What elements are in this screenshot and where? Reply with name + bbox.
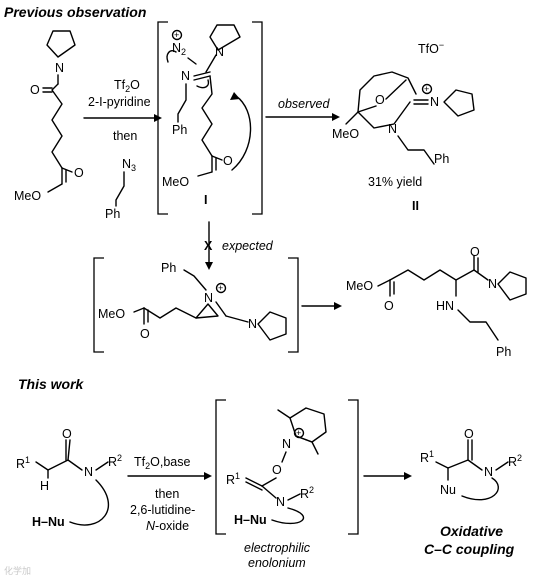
svg-text:N: N	[248, 317, 257, 331]
aziridine-ring	[195, 303, 219, 319]
curved-arrow-n2-loss	[166, 50, 177, 63]
svg-text:N: N	[204, 291, 213, 305]
svg-text:2,6-lutidine-: 2,6-lutidine-	[130, 503, 195, 517]
label-observed: observed	[278, 97, 330, 111]
svg-text:R2: R2	[300, 485, 314, 501]
svg-text:O: O	[384, 299, 394, 313]
svg-text:then: then	[155, 487, 179, 501]
generic-amide-substrate: R1 O H N R2 H–Nu	[16, 427, 122, 529]
svg-text:+: +	[174, 30, 179, 40]
svg-text:Ph: Ph	[434, 152, 449, 166]
pyrrolidine-ring-product	[497, 271, 527, 301]
label-oxidative: Oxidative	[440, 523, 503, 539]
svg-text:O: O	[140, 327, 150, 341]
svg-text:Ph: Ph	[172, 123, 187, 137]
label-product-II: II	[412, 199, 419, 213]
svg-text:R1: R1	[420, 449, 434, 465]
label-electrophilic: electrophilic	[244, 541, 311, 555]
svg-text:2-I-pyridine: 2-I-pyridine	[88, 95, 151, 109]
bracket-left-I	[157, 21, 168, 215]
svg-text:O: O	[62, 427, 72, 441]
svg-text:O: O	[470, 245, 480, 259]
aziridinium-intermediate: Ph N + N O MeO	[98, 261, 287, 341]
pyrrolidine-ring	[46, 30, 76, 58]
svg-text:N: N	[215, 45, 224, 59]
alkyl-chain	[51, 83, 63, 169]
svg-text:then: then	[113, 129, 137, 143]
svg-text:R2: R2	[108, 453, 122, 469]
label-enolonium: enolonium	[248, 556, 306, 570]
pyrrolidine-ring-II	[443, 89, 475, 117]
heading-previous-observation: Previous observation	[4, 4, 146, 20]
blocked-mark: X	[204, 239, 213, 253]
bracket-left-enolonium	[215, 399, 226, 535]
yield-text: 31% yield	[368, 175, 422, 189]
svg-text:+: +	[218, 283, 223, 293]
svg-text:Tf2O: Tf2O	[114, 78, 140, 94]
pyrrolidine-ring-I	[209, 24, 241, 51]
svg-text:N: N	[84, 465, 93, 479]
svg-text:N: N	[484, 465, 493, 479]
bracket-right-I	[252, 21, 263, 215]
svg-text:H–Nu: H–Nu	[32, 515, 65, 529]
svg-text:TfO−: TfO−	[418, 40, 444, 56]
svg-text:MeO: MeO	[346, 279, 373, 293]
svg-text:Nu: Nu	[440, 483, 456, 497]
enolonium-intermediate: N + O R1 N R2 H–Nu	[226, 407, 327, 527]
bracket-right-aziridinium	[288, 257, 299, 353]
amide-nitrogen-II: N	[388, 122, 397, 136]
phenethyl-azide: N3 Ph	[105, 157, 136, 221]
iminium-nitrogen: N	[430, 95, 439, 109]
starting-amide-ester: N O O MeO	[14, 30, 84, 203]
svg-text:R1: R1	[226, 471, 240, 487]
svg-text:N-oxide: N-oxide	[146, 519, 189, 533]
amide-oxygen: O	[30, 83, 40, 97]
bracket-left-aziridinium	[93, 257, 104, 353]
svg-text:H: H	[40, 479, 49, 493]
svg-text:N: N	[276, 495, 285, 509]
svg-text:R1: R1	[16, 455, 30, 471]
methoxy-group: MeO	[14, 189, 41, 203]
svg-text:MeO: MeO	[332, 127, 359, 141]
svg-text:Tf2O,base: Tf2O,base	[134, 455, 190, 471]
label-intermediate-I: I	[204, 193, 207, 207]
svg-text:N3: N3	[122, 157, 136, 173]
svg-text:O: O	[272, 463, 282, 477]
intermediate-I: + N2 N N O MeO Ph	[162, 24, 252, 189]
heading-this-work: This work	[18, 376, 85, 392]
expected-product-amine: MeO O O N HN Ph	[346, 245, 527, 359]
label-expected: expected	[222, 239, 274, 253]
svg-text:N: N	[282, 437, 291, 451]
svg-text:O: O	[223, 154, 233, 168]
tether-loop	[69, 479, 109, 526]
reagents-step-1: Tf2O 2-I-pyridine then	[88, 78, 151, 143]
curved-arrow-cyclization	[231, 95, 252, 171]
label-cc-coupling: C–C coupling	[424, 541, 515, 557]
ester-carbonyl-oxygen: O	[74, 166, 84, 180]
svg-text:+: +	[296, 428, 301, 438]
reagents-this-work: Tf2O,base then 2,6-lutidine- N-oxide	[130, 455, 195, 533]
svg-text:Ph: Ph	[496, 345, 511, 359]
svg-text:MeO: MeO	[162, 175, 189, 189]
svg-text:H–Nu: H–Nu	[234, 513, 267, 527]
triazene-nitrogen: N	[181, 69, 190, 83]
svg-text:N2: N2	[172, 41, 186, 57]
svg-text:O: O	[375, 93, 385, 107]
svg-text:MeO: MeO	[98, 307, 125, 321]
pyrrolidine-ring-aziridinium	[257, 311, 287, 341]
svg-text:N: N	[488, 277, 497, 291]
product-II: TfO− O N + N MeO Ph	[332, 40, 475, 166]
svg-text:O: O	[464, 427, 474, 441]
cyclized-product: R1 O N R2 Nu	[420, 427, 522, 501]
svg-text:HN: HN	[436, 299, 454, 313]
svg-text:R2: R2	[508, 453, 522, 469]
bracket-right-enolonium	[348, 399, 359, 535]
watermark: 化学加	[4, 565, 31, 576]
svg-text:+: +	[424, 84, 429, 94]
amide-nitrogen: N	[55, 61, 64, 75]
svg-text:Ph: Ph	[105, 207, 120, 221]
svg-text:Ph: Ph	[161, 261, 176, 275]
